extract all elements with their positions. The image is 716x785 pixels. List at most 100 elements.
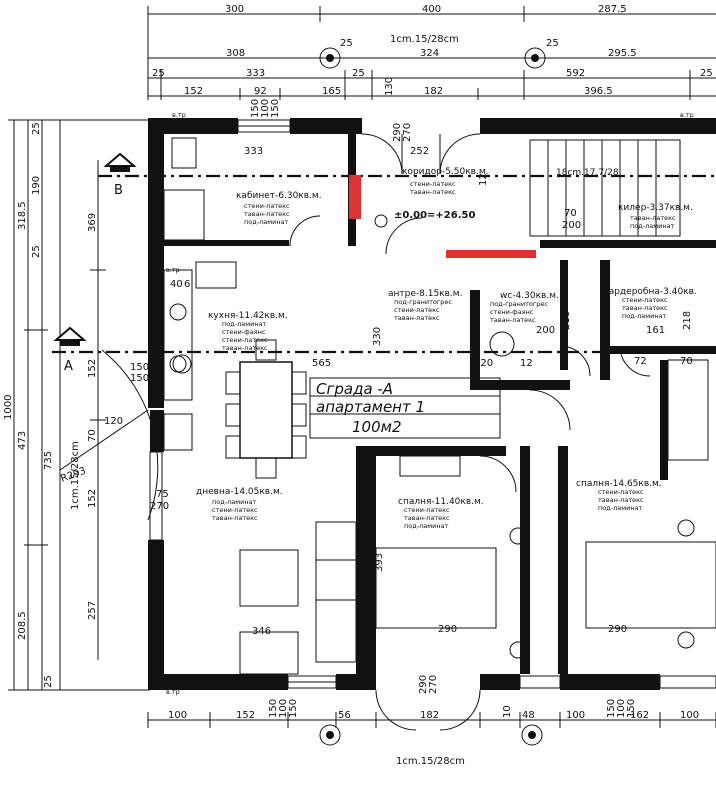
room-finish: таван-латекс	[394, 314, 440, 322]
room-finish: таван-латекс	[490, 316, 536, 324]
dim-72: 72	[634, 356, 647, 367]
doors	[59, 133, 651, 731]
fixtures	[172, 214, 695, 746]
furniture	[163, 137, 716, 675]
dim-12a: 12	[520, 358, 533, 369]
apartment-area: 100м2	[352, 418, 402, 436]
room-spalnia-2: спалня-14.65кв.м. стени-латекс таван-лат…	[576, 479, 662, 512]
room-koridor: коридор-5.50кв.м. стени-латекс таван-лат…	[402, 167, 488, 196]
dim-150b: 150	[130, 373, 149, 384]
dim-top-150b: 150	[270, 99, 281, 118]
dim-top-308: 308	[226, 48, 245, 59]
dim-top-92: 92	[254, 86, 267, 97]
dim-left-25a: 25	[31, 122, 42, 135]
dim-top-152: 152	[184, 86, 203, 97]
dim-bot-100a: 100	[168, 710, 187, 721]
room-kuhnia: кухня-11.42кв.м. под-ламинат стени-фаянс…	[208, 311, 288, 352]
dim-218b: 218	[682, 311, 693, 330]
dim-top-400: 400	[422, 4, 441, 15]
dim-333: 333	[244, 146, 263, 157]
room-name: спалня-11.40кв.м.	[398, 497, 484, 507]
dim-bot-100e: 100	[680, 710, 699, 721]
dim-290b: 290	[608, 624, 627, 635]
room-wc: wc-4.30кв.м. под-гранитогрес стени-фаянс…	[490, 291, 559, 324]
dim-bot-56: 56	[338, 710, 351, 721]
dim-75: 75	[156, 489, 169, 500]
dim-left-1000: 1000	[3, 395, 14, 420]
dim-218a: 218	[561, 311, 572, 330]
dim-top-270: 270	[402, 123, 413, 142]
dim-left-318: 318.5	[17, 201, 28, 230]
room-name: коридор-5.50кв.м.	[402, 167, 488, 177]
vtr-top-left: в.тр	[172, 111, 186, 119]
dim-bot-150d: 150	[626, 699, 637, 718]
vtr-left: в.тр	[166, 266, 180, 274]
room-finish: таван-латекс	[622, 304, 668, 312]
dim-70a: 70	[564, 208, 577, 219]
room-name: дневна-14.05кв.м.	[196, 487, 283, 497]
room-finish: стени-фаянс	[222, 328, 266, 336]
dim-top-290: 290	[392, 123, 403, 142]
dim-270-left: 270	[150, 501, 169, 512]
dim-bot-100b: 100	[278, 699, 289, 718]
dim-70b: 70	[680, 356, 693, 367]
room-finish: стени-латекс	[212, 506, 258, 514]
room-finish: таван-латекс	[410, 188, 456, 196]
room-name: гардеробна-3.40кв.	[604, 287, 697, 297]
stairs-label: 18cm.17.7/28	[556, 168, 619, 178]
stairs	[529, 139, 681, 237]
dim-bot-152: 152	[236, 710, 255, 721]
room-finish: таван-латекс	[598, 496, 644, 504]
room-finish: под-ламинат	[404, 522, 449, 530]
section-marker-b: B	[114, 183, 123, 198]
col-top-25: 25	[340, 38, 353, 49]
new-wall-hatch-2	[446, 250, 536, 258]
dim-565: 565	[312, 358, 331, 369]
dim-290a: 290	[438, 624, 457, 635]
vtr-top-right: в.тр	[680, 111, 694, 119]
room-finish: под-ламинат	[244, 218, 289, 226]
room-finish: таван-латекс	[222, 344, 268, 352]
dim-393: 393	[374, 553, 385, 572]
dim-12b: 12	[478, 173, 489, 186]
dim-left-152a: 152	[87, 359, 98, 378]
new-wall-hatch-1	[349, 175, 361, 219]
dim-left-25c: 25	[43, 675, 54, 688]
room-finish: стени-латекс	[404, 506, 450, 514]
dim-150a: 150	[130, 362, 149, 373]
room-finish: под-гранитогрес	[394, 298, 452, 306]
dim-left-257: 257	[87, 601, 98, 620]
room-name: спалня-14.65кв.м.	[576, 479, 662, 489]
walls	[148, 118, 716, 690]
room-finish: стени-латекс	[598, 488, 644, 496]
dim-top-300: 300	[225, 4, 244, 15]
room-name: кухня-11.42кв.м.	[208, 311, 288, 321]
dim-505: 505	[558, 521, 569, 540]
dim-top-287: 287.5	[598, 4, 627, 15]
dim-top-182: 182	[424, 86, 443, 97]
dim-top-100: 100	[260, 99, 271, 118]
dim-top-25a: 25	[152, 68, 165, 79]
dim-161: 161	[646, 325, 665, 336]
dim-bot-10: 10	[502, 705, 513, 718]
room-finish: под-ламинат	[630, 222, 675, 230]
top-columns: 25 25	[319, 38, 559, 69]
room-name: wc-4.30кв.м.	[500, 291, 559, 301]
bottom-dimensions: 100 152 150 100 150 56 182 10 48 100 162…	[147, 699, 716, 767]
dim-270-bottom: 270	[428, 675, 439, 694]
dim-top-295: 295.5	[608, 48, 637, 59]
scale-bottom: 1cm.15/28cm	[396, 756, 465, 767]
room-name: килер-3.37кв.м.	[618, 203, 693, 213]
room-finish: стени-латекс	[394, 306, 440, 314]
dim-346: 346	[252, 626, 271, 637]
room-finish: таван-латекс	[212, 514, 258, 522]
dim-330: 330	[372, 327, 383, 346]
room-spalnia-1: спалня-11.40кв.м. стени-латекс таван-лат…	[398, 497, 484, 530]
dim-40: 40	[170, 279, 183, 290]
dim-left-369: 369	[87, 213, 98, 232]
dim-left-70: 70	[87, 429, 98, 442]
room-finish: под-ламинат	[222, 320, 267, 328]
dim-top-130: 130	[384, 77, 395, 96]
dim-bot-182: 182	[420, 710, 439, 721]
